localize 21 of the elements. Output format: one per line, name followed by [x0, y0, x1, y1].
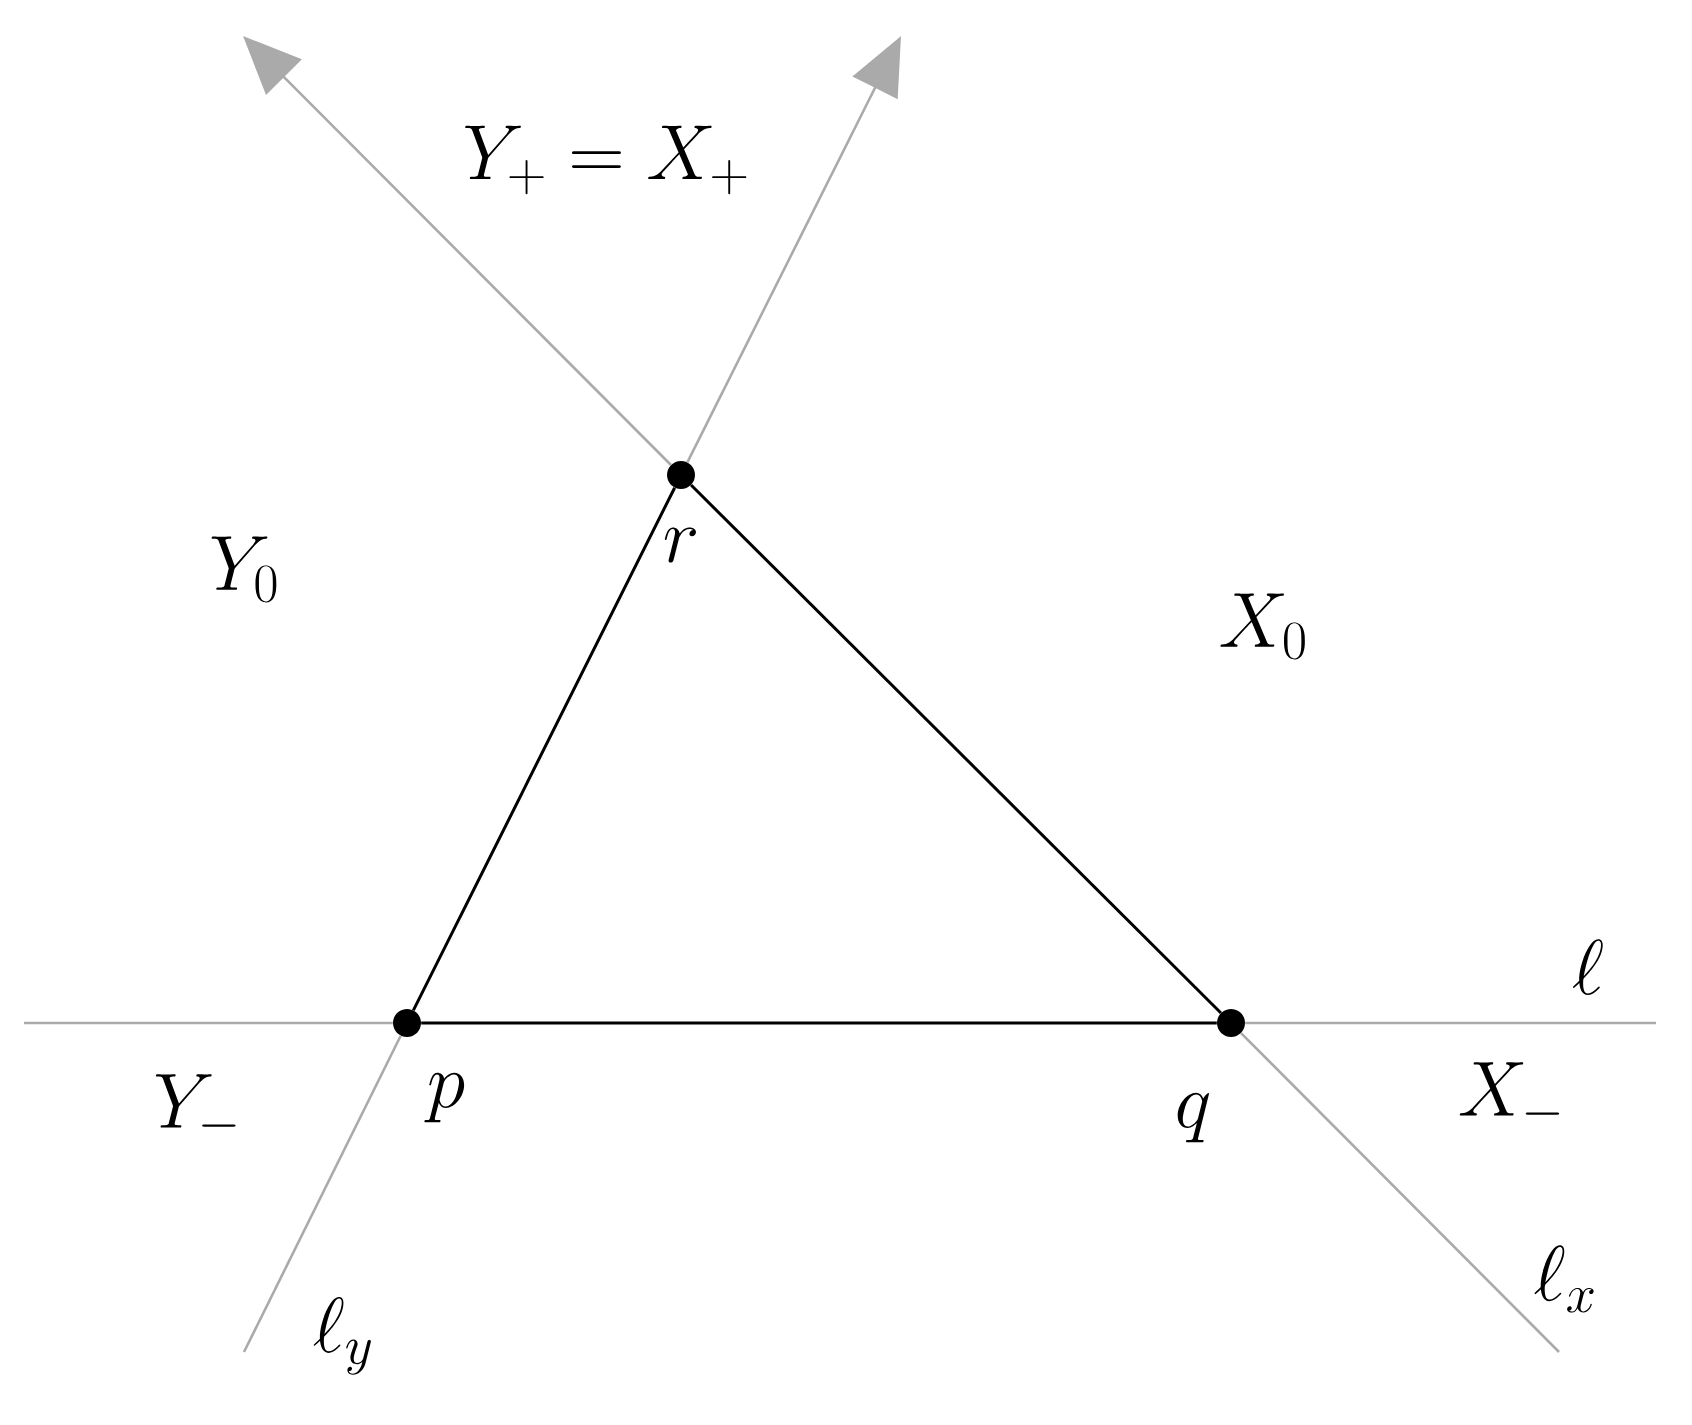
point-dot [1217, 1009, 1245, 1037]
point-dot [393, 1009, 421, 1037]
point-dot [667, 461, 695, 489]
line [690, 483, 1222, 1015]
line [1240, 1032, 1560, 1353]
region-label: $X_0$ [1220, 593, 1305, 660]
region-label: $\ell_x$ [1534, 1245, 1594, 1313]
region-label: $Y_-$ [155, 1074, 236, 1128]
line [1245, 1021, 1656, 1025]
line [242, 1035, 402, 1353]
region-label: $r$ [664, 527, 696, 563]
region-label: $\ell$ [1573, 939, 1603, 996]
region-label: $X_-$ [1459, 1062, 1560, 1116]
region-label: $p$ [424, 1072, 465, 1123]
line [421, 1021, 1217, 1025]
region-label: $\ell_y$ [313, 1297, 371, 1375]
line [412, 487, 676, 1011]
region-label: $q$ [1177, 1092, 1210, 1143]
line [24, 1021, 393, 1025]
region-label: $Y_0$ [211, 536, 277, 603]
region-label: $Y_+ = X_+$ [465, 125, 747, 195]
